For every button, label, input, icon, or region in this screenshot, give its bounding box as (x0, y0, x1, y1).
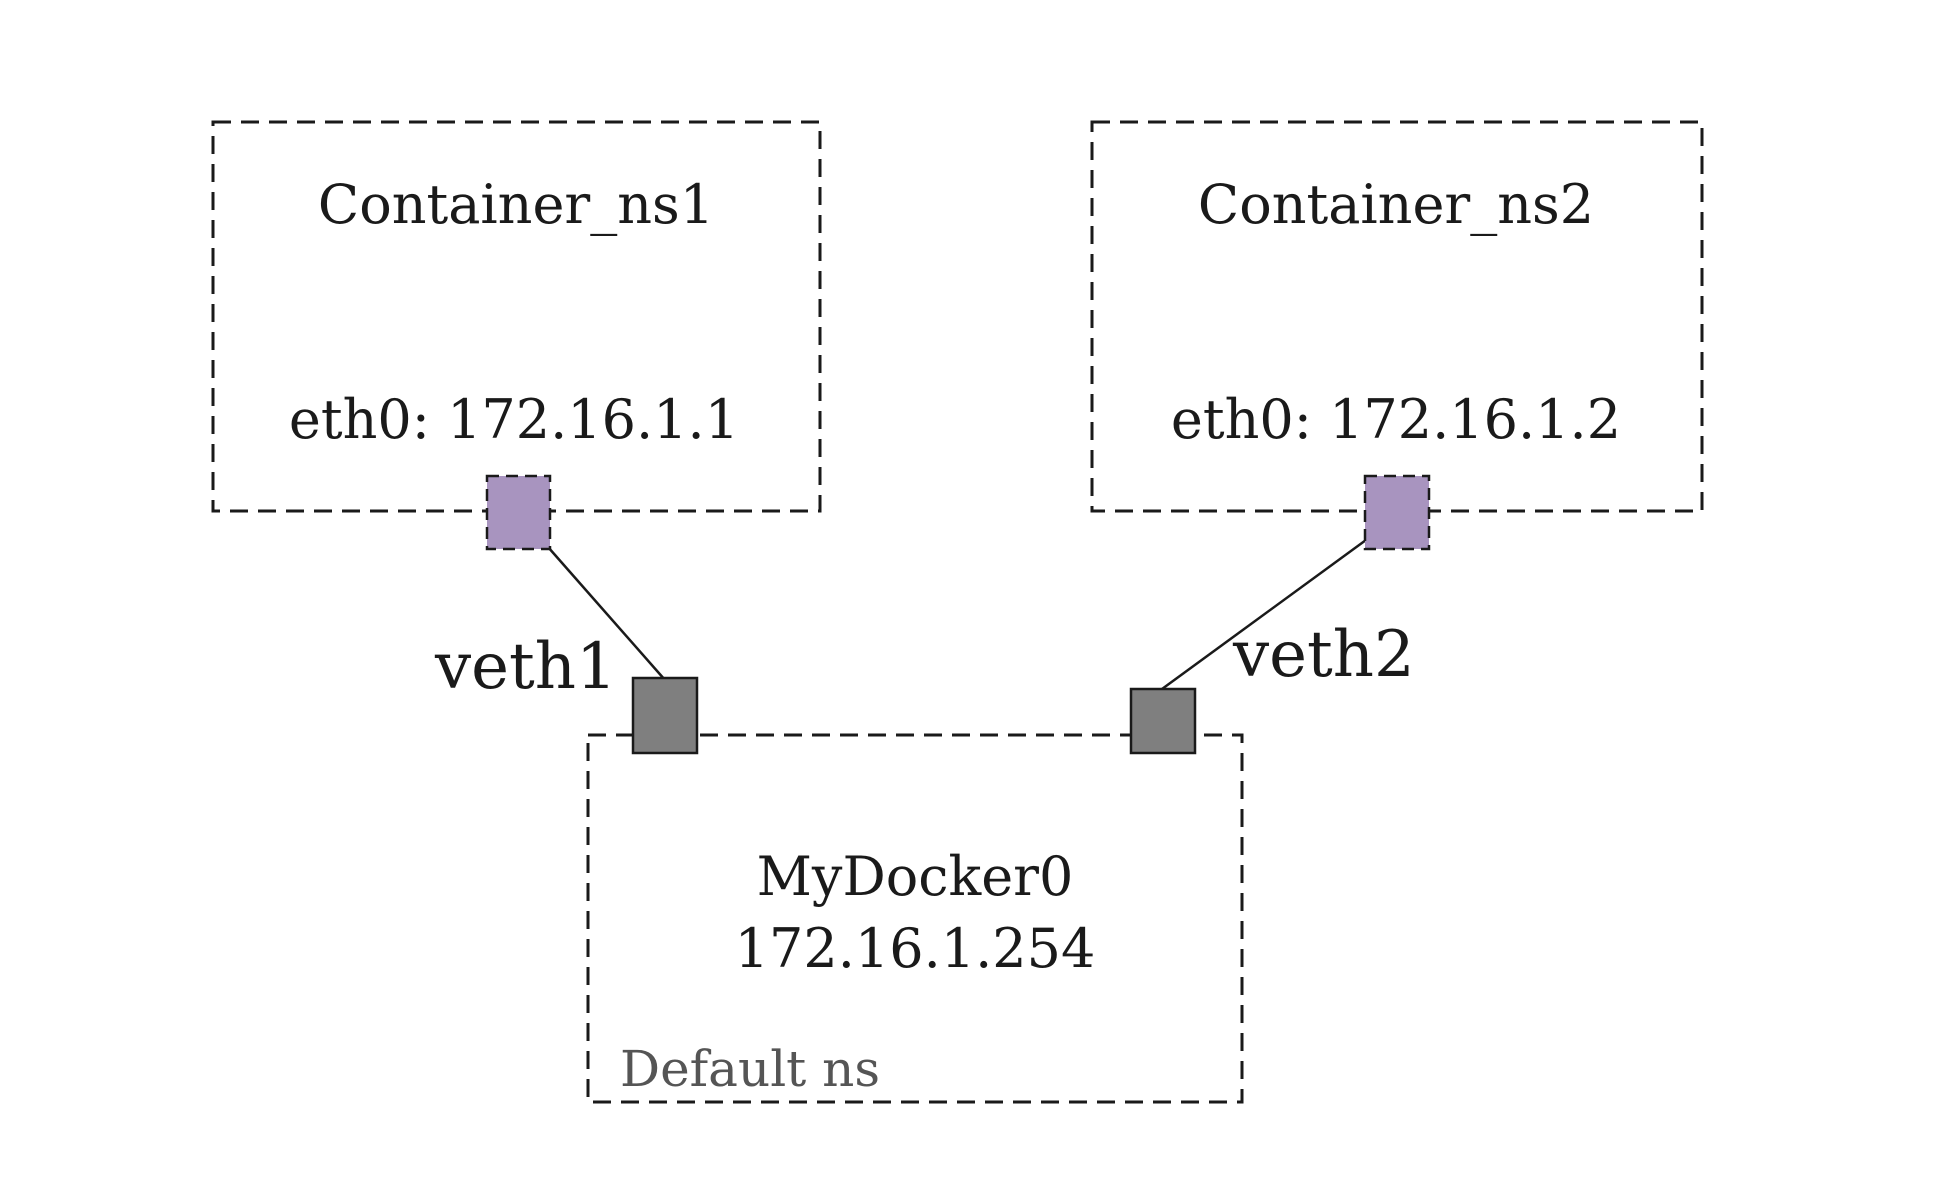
veth1-link (547, 546, 666, 681)
container-ns2-eth0-address: eth0: 172.16.1.2 (1171, 388, 1621, 451)
veth1-label: veth1 (434, 630, 617, 704)
container-ns2: Container_ns2 eth0: 172.16.1.2 (1090, 120, 1704, 513)
container-ns2-eth0-port (1363, 474, 1431, 551)
container-ns2-title: Container_ns2 (1198, 173, 1594, 236)
container-ns1-title: Container_ns1 (318, 173, 714, 236)
container-ns1: Container_ns1 eth0: 172.16.1.1 (211, 120, 822, 513)
bridge-ip: 172.16.1.254 (735, 917, 1096, 980)
bridge-name: MyDocker0 (757, 845, 1074, 908)
veth1-port (631, 676, 699, 755)
container-ns1-eth0-port (485, 474, 552, 551)
container-ns1-eth0-address: eth0: 172.16.1.1 (289, 388, 739, 451)
veth2-port (1129, 687, 1197, 755)
default-namespace-boundary (586, 733, 1244, 1104)
default-namespace: MyDocker0 172.16.1.254 Default ns (586, 733, 1244, 1104)
veth2-label: veth2 (1232, 618, 1415, 692)
default-namespace-label: Default ns (620, 1040, 880, 1098)
veth2-link (1161, 538, 1367, 691)
